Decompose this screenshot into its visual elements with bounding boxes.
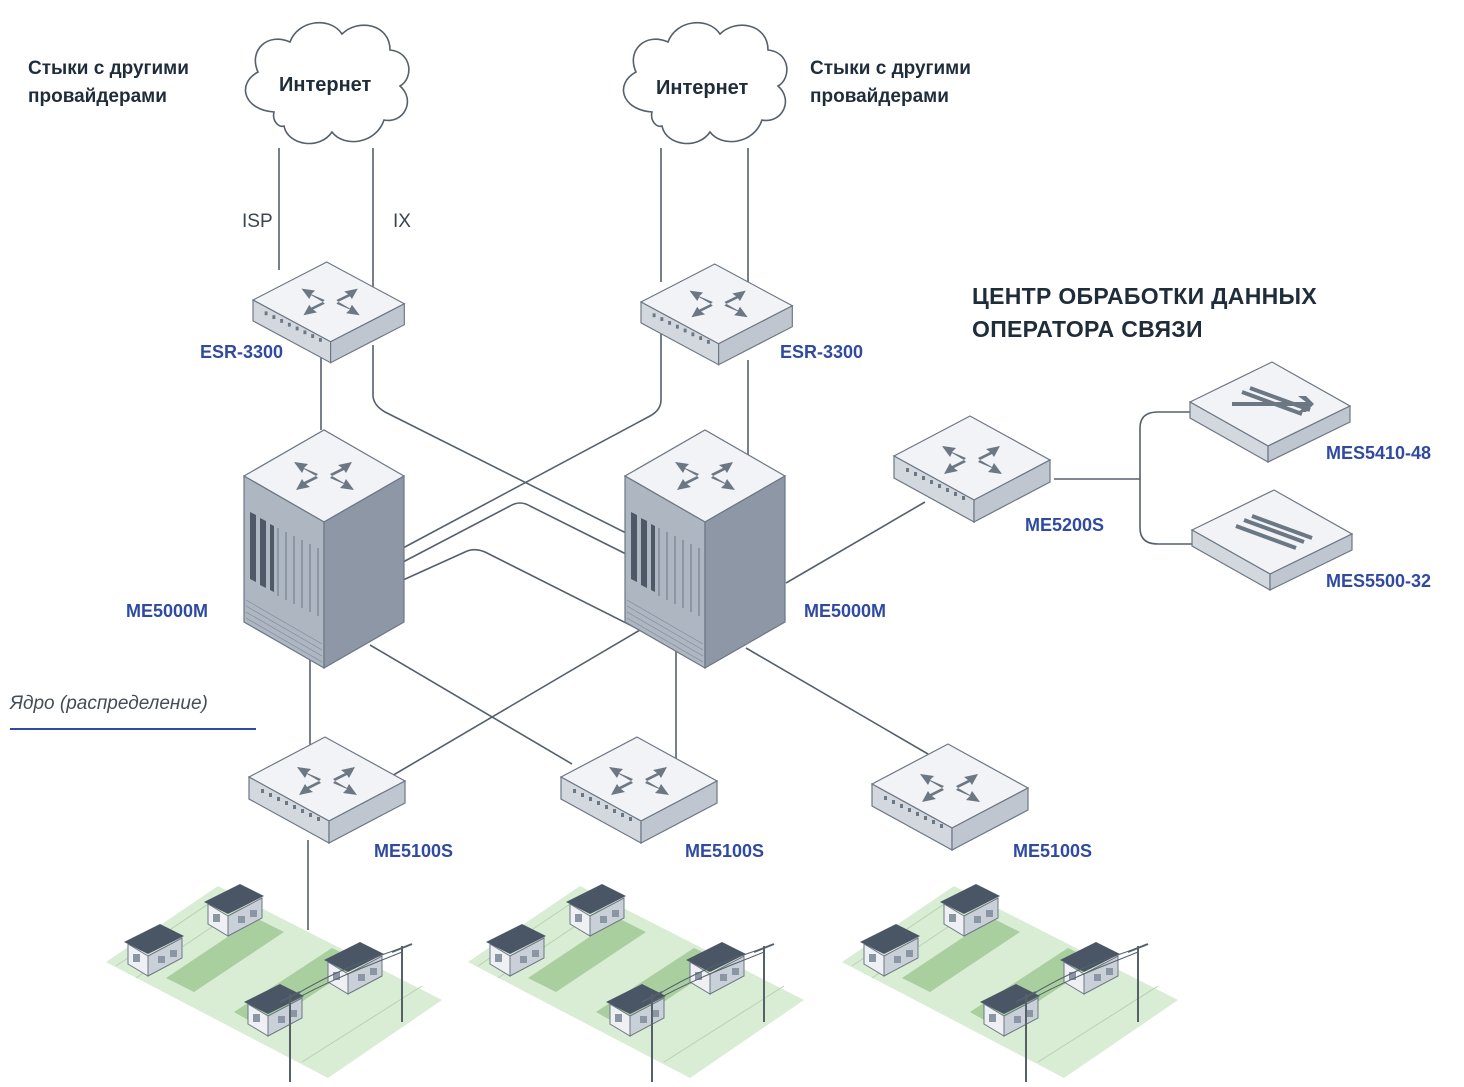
me5100s-router-3[interactable] bbox=[871, 743, 1029, 851]
link-core1-core2-a bbox=[402, 502, 627, 563]
esr3300-label-1: ESR-3300 bbox=[200, 342, 284, 362]
link-core1-core2-b bbox=[402, 548, 641, 631]
residential-area-1 bbox=[106, 884, 442, 1082]
me5100s-label-3: ME5100S bbox=[1013, 841, 1093, 861]
me5100s-label-2: ME5100S bbox=[685, 841, 765, 861]
link-core2-access1 bbox=[389, 629, 641, 778]
connection-lines bbox=[278, 148, 1192, 930]
dc-title: ЦЕНТР ОБРАБОТКИ ДАННЫХ ОПЕРАТОРА СВЯЗИ bbox=[972, 280, 1317, 346]
me5100s-router-2[interactable] bbox=[560, 736, 718, 844]
mes5500-32-label: MES5500-32 bbox=[1326, 571, 1432, 591]
link-core2-access3 bbox=[745, 647, 929, 755]
esr3300-label-2: ESR-3300 bbox=[780, 342, 864, 362]
peering-label-right-line1: Стыки с другими bbox=[810, 58, 971, 79]
link-core1-access2 bbox=[369, 644, 573, 765]
link-hub-mes5410 bbox=[1139, 411, 1190, 479]
peering-label-left-line1: Стыки с другими bbox=[28, 58, 189, 79]
peering-label-right: Стыки с другими провайдерами bbox=[810, 55, 971, 111]
zone-label: Ядро (распределение) bbox=[10, 693, 208, 714]
mes5410-48-label: MES5410-48 bbox=[1326, 443, 1432, 463]
me5000m-label-2: ME5000M bbox=[804, 601, 887, 621]
mes5500-32-switch[interactable] bbox=[1190, 489, 1354, 592]
dc-title-line2: ОПЕРАТОРА СВЯЗИ bbox=[972, 316, 1203, 342]
me5000m-chassis-2[interactable] bbox=[624, 429, 786, 669]
link-core2-me5200 bbox=[785, 501, 926, 584]
me5100s-label-1: ME5100S bbox=[374, 841, 454, 861]
me5000m-chassis-1[interactable] bbox=[243, 429, 405, 669]
link-esr1-core2 bbox=[372, 345, 651, 546]
link-esr2-core1 bbox=[402, 320, 662, 549]
residential-area-2 bbox=[468, 884, 804, 1082]
peering-label-left-line2: провайдерами bbox=[28, 86, 167, 107]
isp-link-label: ISP bbox=[242, 211, 273, 232]
mes5410-48-switch[interactable] bbox=[1188, 361, 1352, 464]
esr3300-router-2[interactable] bbox=[640, 263, 793, 366]
peering-label-right-line2: провайдерами bbox=[810, 86, 949, 107]
me5100s-router-1[interactable] bbox=[248, 736, 406, 844]
me5200s-label: ME5200S bbox=[1025, 515, 1105, 535]
internet-cloud-2-label: Интернет bbox=[656, 77, 749, 99]
ix-link-label: IX bbox=[393, 211, 411, 232]
internet-cloud-1-label: Интернет bbox=[279, 74, 372, 96]
dc-title-line1: ЦЕНТР ОБРАБОТКИ ДАННЫХ bbox=[972, 283, 1317, 309]
me5000m-label-1: ME5000M bbox=[126, 601, 209, 621]
peering-label-left: Стыки с другими провайдерами bbox=[28, 55, 189, 111]
link-hub-mes5500 bbox=[1139, 479, 1192, 545]
residential-area-3 bbox=[842, 884, 1178, 1082]
